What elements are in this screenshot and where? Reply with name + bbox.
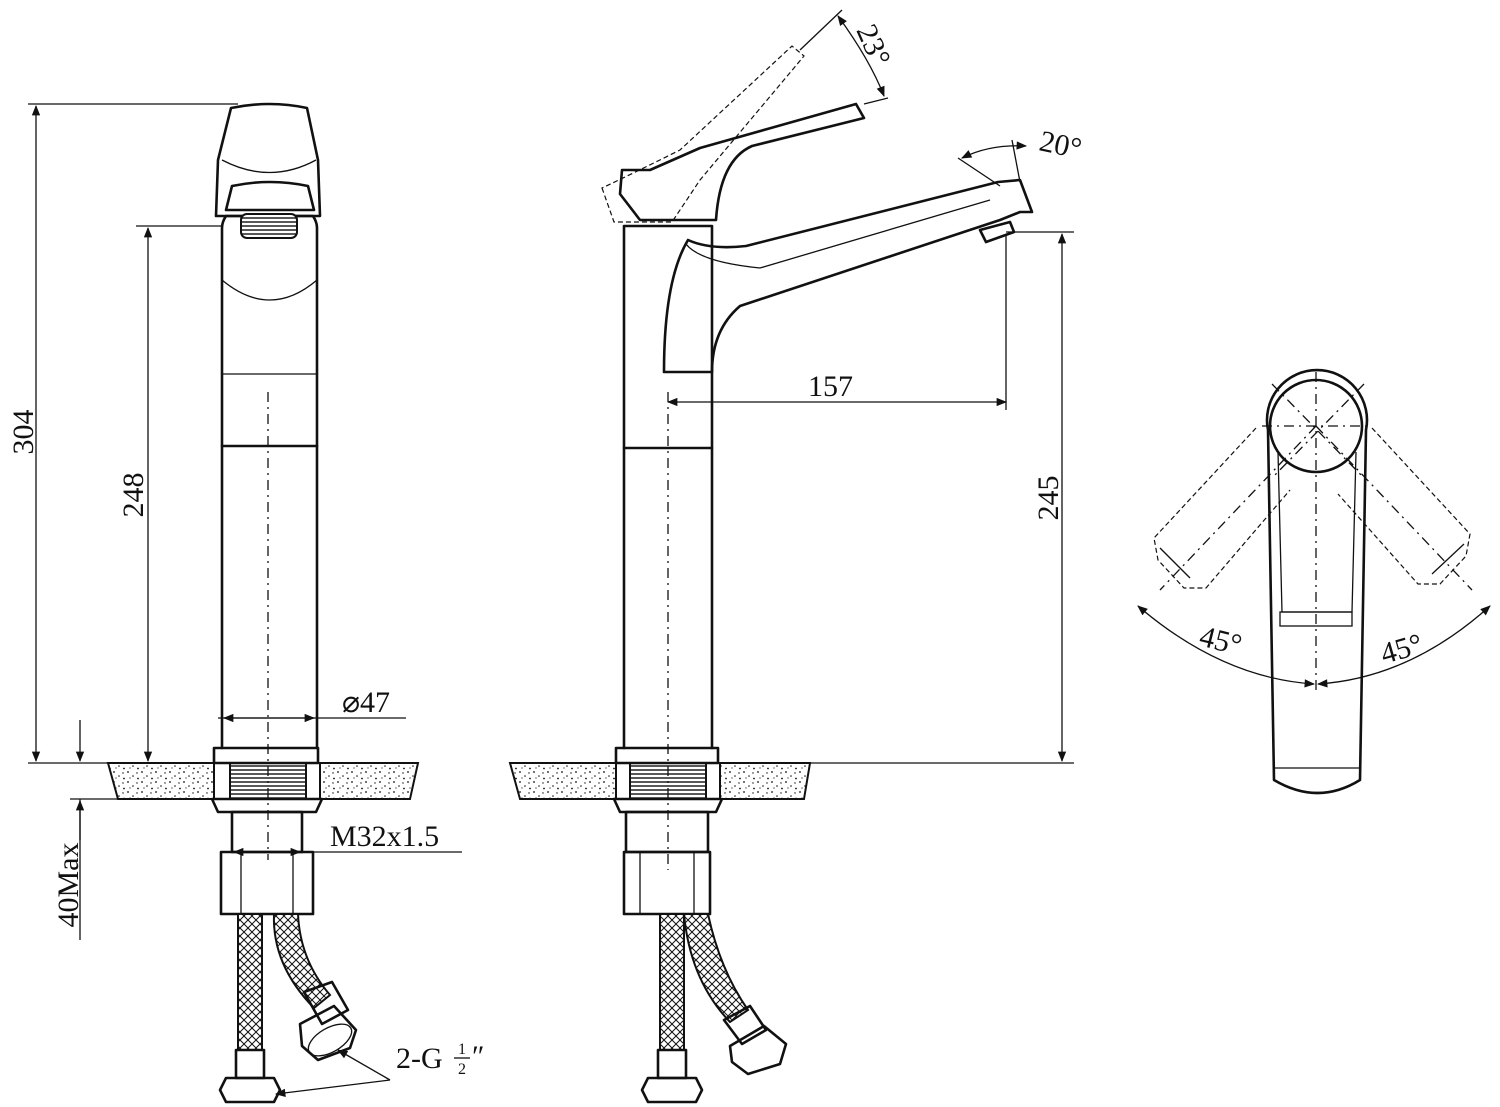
faucet-body	[220, 214, 319, 750]
front-view-dimensions: 304 248 ⌀47 M32x1.5 40Max 2-G 1 2 ″	[7, 103, 485, 1097]
supply-hose-2	[272, 913, 332, 1010]
handle-top-view	[1265, 368, 1369, 795]
base-ring-side	[614, 746, 720, 765]
spout-side	[662, 178, 1034, 374]
label-23deg: 23°	[850, 19, 897, 71]
hose-nut-2	[298, 1004, 358, 1062]
label-304: 304	[7, 410, 40, 455]
label-248: 248	[117, 473, 150, 518]
top-view	[1153, 368, 1473, 795]
supply-hose-side-2	[682, 913, 750, 1024]
supply-hose-side-1	[659, 913, 685, 1051]
label-hose-fraction-den: 2	[458, 1061, 466, 1078]
dimension-23deg	[837, 15, 885, 97]
label-245: 245	[1032, 476, 1065, 521]
supply-hose-1	[237, 913, 263, 1051]
dimension-20deg	[961, 141, 1028, 159]
faucet-body-side	[622, 224, 714, 750]
label-157: 157	[808, 370, 853, 403]
dimension-45deg-right	[1316, 605, 1491, 688]
mounting-nut-side	[622, 850, 712, 916]
countertop-left-section	[106, 762, 215, 800]
label-hose-fraction-num: 1	[458, 1041, 466, 1058]
label-40max: 40Max	[52, 843, 85, 928]
side-view	[508, 45, 1034, 1104]
countertop-side-right	[719, 762, 812, 800]
label-45deg-left: 45°	[1196, 620, 1245, 662]
label-20deg: 20°	[1037, 125, 1085, 166]
label-thread: M32x1.5	[330, 820, 439, 853]
base-ring	[212, 746, 320, 765]
label-hose-connection: 2-G	[396, 1042, 443, 1075]
aerator-front	[240, 213, 298, 239]
top-view-dimensions: 45° 45°	[1137, 605, 1491, 688]
handle-rotated-right-outline	[1337, 427, 1471, 585]
handle-lifted-outline	[601, 45, 805, 223]
front-view	[106, 102, 420, 1104]
countertop-side-left	[508, 762, 617, 800]
mounting-nut-front	[219, 850, 315, 916]
countertop-right-section	[319, 762, 420, 800]
dimension-45deg-left	[1137, 605, 1316, 688]
label-hose-inch: ″	[472, 1040, 485, 1073]
label-45deg-right: 45°	[1377, 627, 1426, 670]
side-view-dimensions: 157 245 23° 20°	[666, 9, 1085, 764]
label-diameter: ⌀47	[342, 686, 390, 719]
handle-side	[618, 102, 866, 222]
hose-nut-1	[218, 1076, 282, 1104]
handle-front	[214, 102, 322, 218]
